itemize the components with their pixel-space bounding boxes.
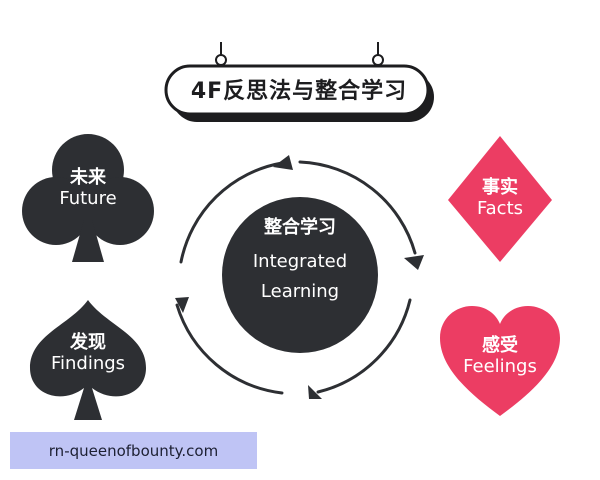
title-box bbox=[164, 64, 430, 116]
watermark-banner: rn-queenofbounty.com bbox=[10, 432, 257, 469]
feelings-label: 感受 Feelings bbox=[455, 335, 545, 377]
heart-shape-feelings bbox=[440, 306, 560, 416]
feelings-label-cn: 感受 bbox=[482, 335, 518, 356]
diagram-title: 4F反思法与整合学习 bbox=[190, 79, 408, 104]
spade-shape-findings bbox=[30, 300, 146, 420]
findings-label: 发现 Findings bbox=[40, 332, 136, 374]
cycle-arrowheads bbox=[175, 155, 424, 399]
facts-label: 事实 Facts bbox=[460, 177, 540, 219]
title-pin-right bbox=[372, 42, 384, 66]
cycle-arrows bbox=[175, 160, 417, 395]
arrowhead-top bbox=[273, 155, 293, 170]
arrowhead-left bbox=[175, 297, 189, 313]
future-label: 未来 Future bbox=[48, 167, 128, 209]
center-label: 整合学习 Integrated Learning bbox=[224, 213, 376, 307]
facts-label-cn: 事实 bbox=[482, 177, 518, 198]
club-shape-future bbox=[22, 134, 154, 262]
center-label-en-line1: Integrated bbox=[252, 251, 348, 272]
center-label-cn: 整合学习 bbox=[264, 217, 336, 238]
findings-label-cn: 发现 bbox=[70, 332, 106, 353]
arrowhead-bottom bbox=[308, 385, 322, 399]
diamond-shape-facts bbox=[448, 136, 552, 262]
future-label-cn: 未来 bbox=[70, 167, 106, 188]
center-label-en-line2: Learning bbox=[260, 281, 340, 302]
arrowhead-right bbox=[404, 255, 424, 270]
facts-label-en: Facts bbox=[476, 197, 524, 219]
findings-label-en: Findings bbox=[50, 352, 126, 374]
center-circle bbox=[222, 197, 378, 353]
future-label-en: Future bbox=[59, 187, 117, 209]
title-pin-left bbox=[215, 42, 227, 66]
feelings-label-en: Feelings bbox=[463, 355, 537, 377]
